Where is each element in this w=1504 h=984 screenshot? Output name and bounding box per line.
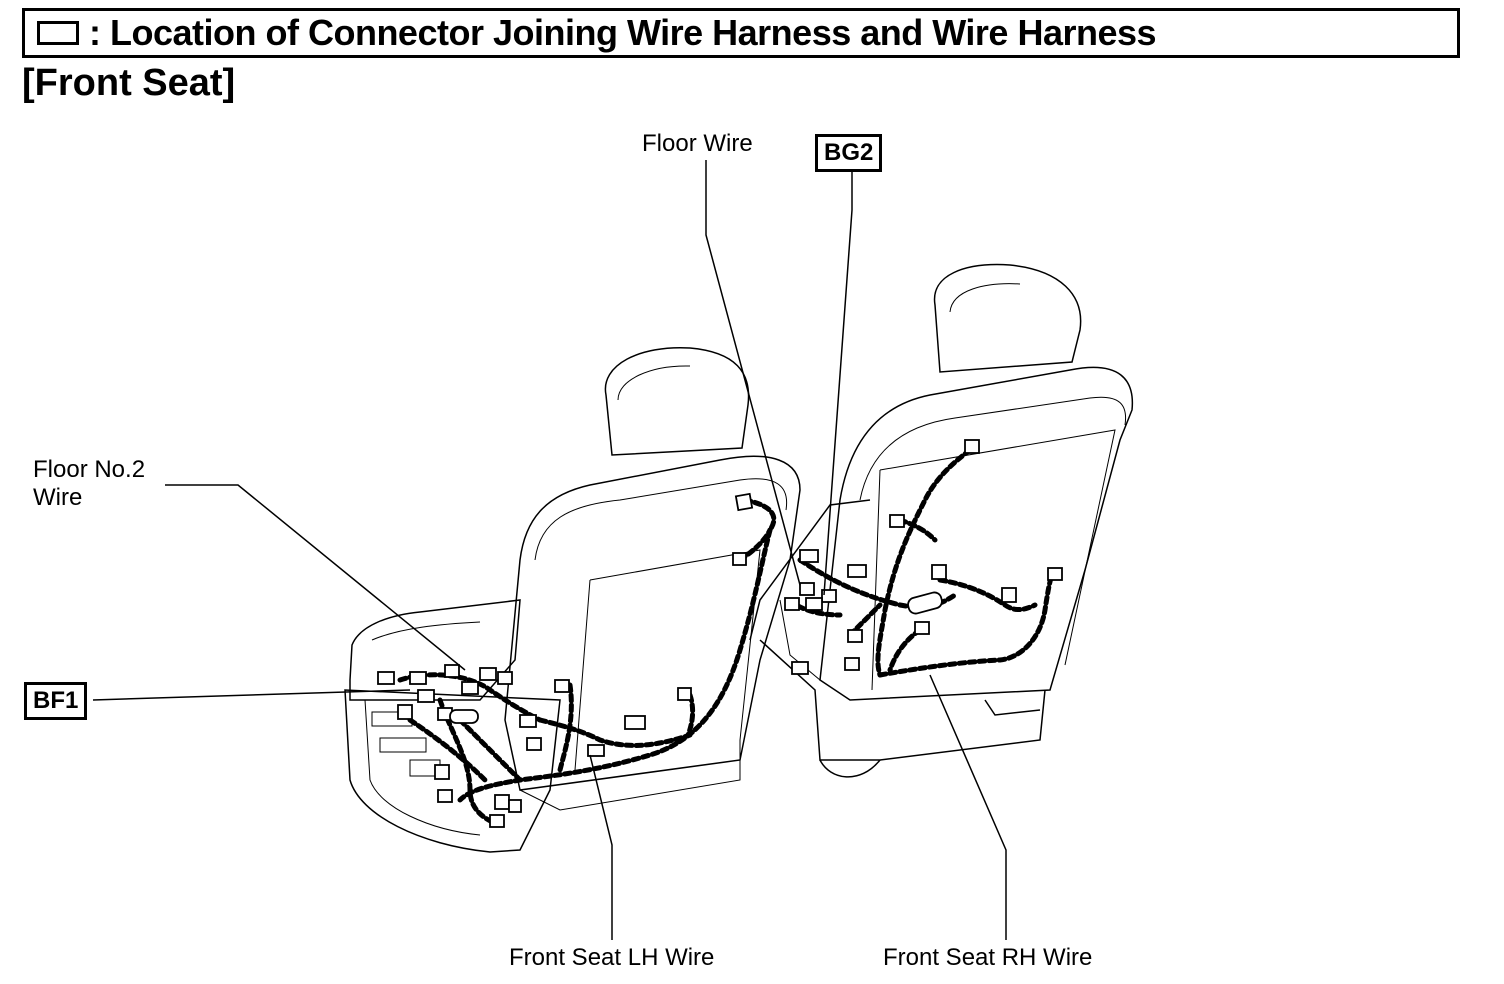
front-seat-lh-wire-label: Front Seat LH Wire bbox=[509, 944, 715, 971]
page-title: : Location of Connector Joining Wire Har… bbox=[89, 12, 1157, 53]
connector-blocks bbox=[377, 439, 1063, 828]
bf1-connector-label: BF1 bbox=[24, 682, 88, 720]
leader-lines bbox=[92, 160, 1007, 940]
connector-box-icon bbox=[37, 21, 79, 45]
bg2-connector-label: BG2 bbox=[815, 134, 883, 172]
floor-wire-label: Floor Wire bbox=[642, 130, 753, 157]
left-seat bbox=[344, 346, 801, 853]
right-seat bbox=[749, 263, 1134, 778]
harness-routes bbox=[397, 447, 1055, 828]
title-bar: : Location of Connector Joining Wire Har… bbox=[22, 8, 1460, 58]
floor-no2-wire-label: Floor No.2 Wire bbox=[33, 456, 145, 512]
front-seat-rh-wire-label: Front Seat RH Wire bbox=[883, 944, 1093, 971]
floor-no2-wire-line1: Floor No.2 bbox=[33, 456, 146, 483]
floor-no2-wire-line2: Wire bbox=[33, 484, 83, 511]
section-heading: [Front Seat] bbox=[22, 62, 236, 104]
